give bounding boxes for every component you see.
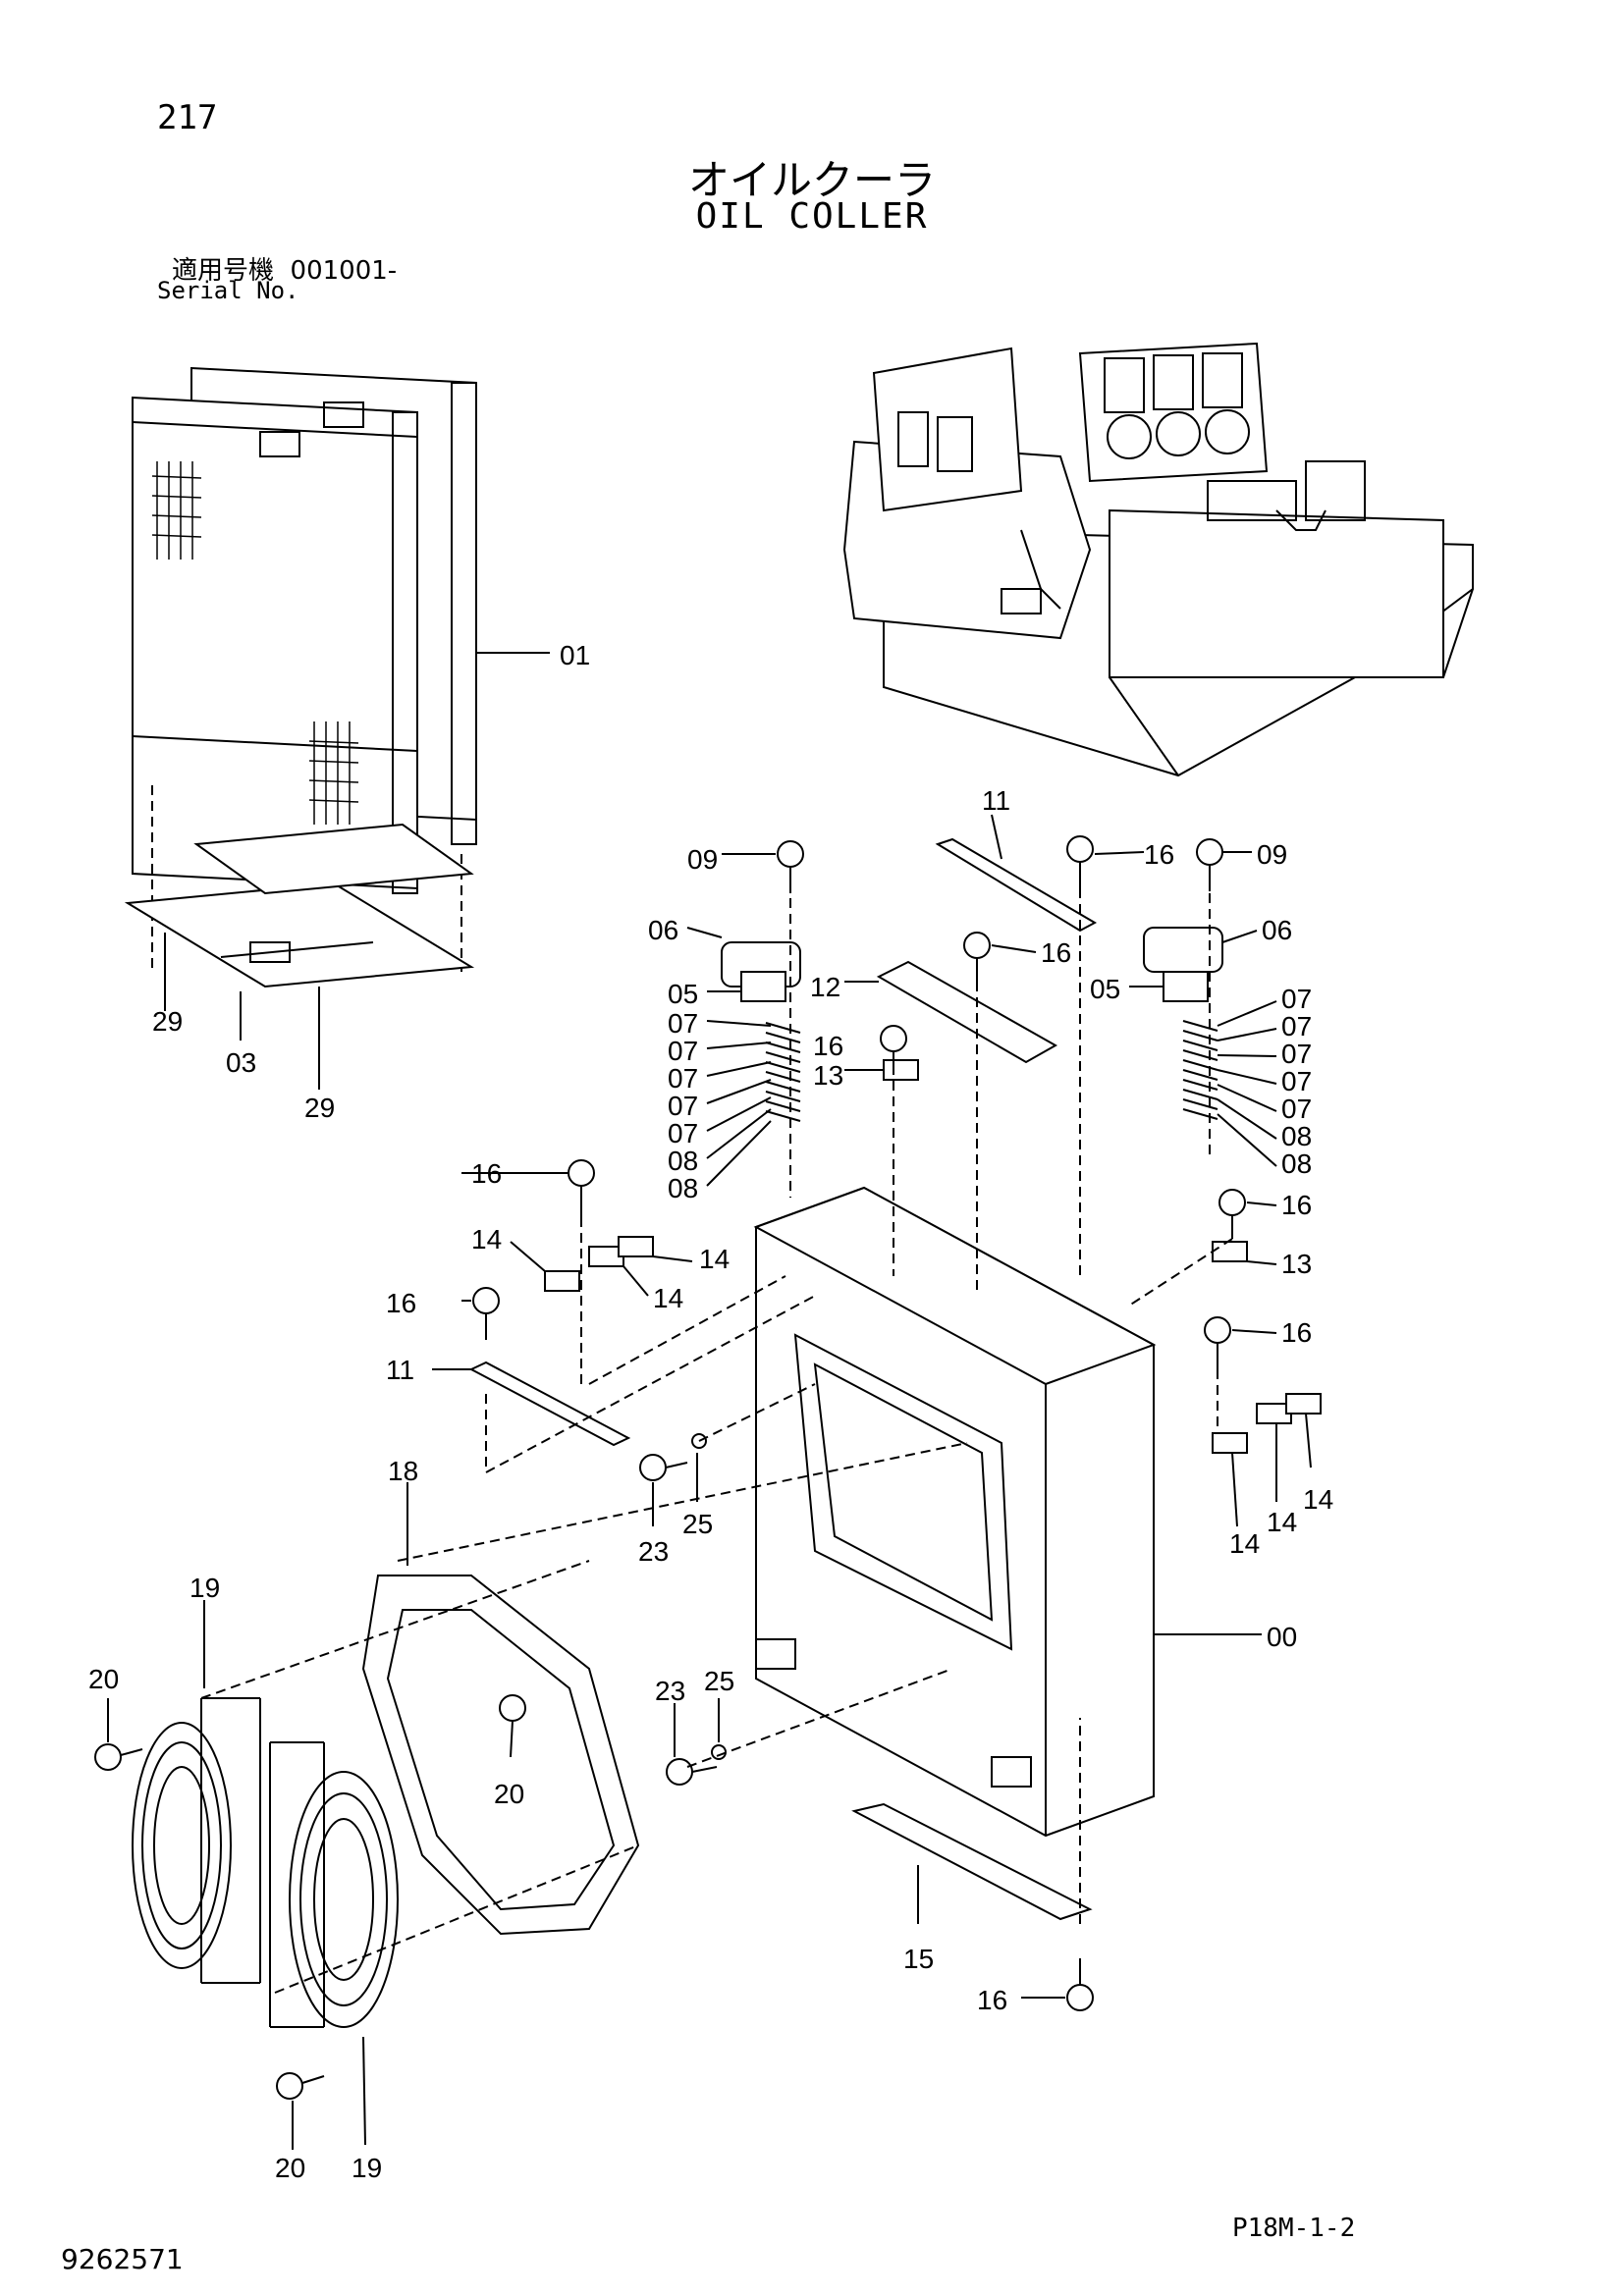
main-frame-drawing: [753, 1186, 1262, 1838]
brackets-and-fasteners-drawing: [94, 814, 1322, 2150]
callout-29: 29: [152, 1006, 183, 1037]
callout-14: 14: [699, 1244, 730, 1274]
callout-14: 14: [1267, 1507, 1297, 1537]
callout-23: 23: [655, 1676, 685, 1706]
page-code: P18M-1-2: [1232, 2214, 1356, 2243]
callout-08: 08: [1281, 1121, 1312, 1151]
serial-label-english: Serial No.: [157, 277, 299, 304]
callout-14: 14: [1303, 1484, 1333, 1515]
callout-20: 20: [88, 1664, 119, 1694]
page-title-japanese: オイルクーラ: [687, 156, 936, 204]
callout-07: 07: [668, 1008, 698, 1039]
callout-07: 07: [668, 1063, 698, 1094]
callout-11: 11: [982, 785, 1010, 816]
callout-07: 07: [1281, 1039, 1312, 1069]
callout-16: 16: [1144, 839, 1174, 870]
callout-19: 19: [352, 2153, 382, 2183]
drawing-number: 9262571: [61, 2243, 184, 2275]
callout-18: 18: [388, 1456, 418, 1486]
callout-16: 16: [813, 1031, 843, 1061]
callout-07: 07: [1281, 1011, 1312, 1041]
callout-07: 07: [668, 1036, 698, 1066]
serial-value: 001001-: [290, 256, 398, 286]
callout-03: 03: [226, 1047, 256, 1078]
callout-16: 16: [977, 1985, 1007, 2015]
assembly-guide-lines: [200, 888, 1233, 1994]
callout-14: 14: [653, 1283, 683, 1313]
callout-16: 16: [1281, 1317, 1312, 1348]
callout-07: 07: [1281, 1094, 1312, 1124]
callout-14: 14: [1229, 1528, 1260, 1559]
callout-08: 08: [1281, 1148, 1312, 1179]
callout-07: 07: [1281, 1066, 1312, 1096]
callout-labels: 01 29 03 29 11 16 09 09 06 06 16 05 12 0…: [88, 640, 1333, 2183]
serial-label-japanese: 適用号機: [172, 256, 275, 286]
oil-cooler-core-drawing: [132, 366, 550, 972]
callout-06: 06: [1262, 915, 1292, 945]
callout-07: 07: [668, 1091, 698, 1121]
callout-25: 25: [682, 1509, 713, 1539]
callout-20: 20: [275, 2153, 305, 2183]
shim-stack-left: [706, 1020, 801, 1187]
page-title-english: OIL COLLER: [695, 196, 929, 237]
callout-29: 29: [304, 1093, 335, 1123]
callout-13: 13: [1281, 1249, 1312, 1279]
callout-07: 07: [1281, 984, 1312, 1014]
callout-05: 05: [1090, 974, 1120, 1004]
callout-25: 25: [704, 1666, 734, 1696]
callout-16: 16: [471, 1158, 502, 1189]
callout-11: 11: [386, 1355, 414, 1385]
callout-13: 13: [813, 1060, 843, 1091]
fan-guard-right-drawing: [269, 1741, 399, 2146]
fan-guard-left-drawing: [132, 1697, 261, 1984]
core-mesh-upper: [151, 461, 202, 560]
callout-09: 09: [687, 844, 718, 875]
callout-15: 15: [903, 1944, 934, 1974]
bolt-icons: [94, 835, 1246, 2100]
callout-08: 08: [668, 1146, 698, 1176]
callout-05: 05: [668, 979, 698, 1009]
excavator-locator-drawing: [842, 342, 1474, 777]
core-mesh-lower: [308, 721, 359, 825]
callout-00: 00: [1267, 1622, 1297, 1652]
callout-12: 12: [810, 972, 840, 1002]
callout-14: 14: [471, 1224, 502, 1255]
callout-20: 20: [494, 1779, 524, 1809]
callout-07: 07: [668, 1118, 698, 1148]
callout-06: 06: [648, 915, 678, 945]
callout-16: 16: [1281, 1190, 1312, 1220]
fan-shroud-drawing: [361, 1482, 640, 1936]
serial-applicability: 適用号機 001001-: [172, 250, 397, 287]
seal-plates-drawing: [124, 823, 475, 1090]
callout-23: 23: [638, 1536, 669, 1567]
callout-16: 16: [386, 1288, 416, 1318]
callout-01: 01: [560, 640, 590, 670]
callout-08: 08: [668, 1173, 698, 1203]
callout-19: 19: [189, 1573, 220, 1603]
callout-16: 16: [1041, 937, 1071, 968]
shim-stack-right: [1182, 1000, 1277, 1167]
page-number: 217: [157, 98, 218, 137]
callout-09: 09: [1257, 839, 1287, 870]
